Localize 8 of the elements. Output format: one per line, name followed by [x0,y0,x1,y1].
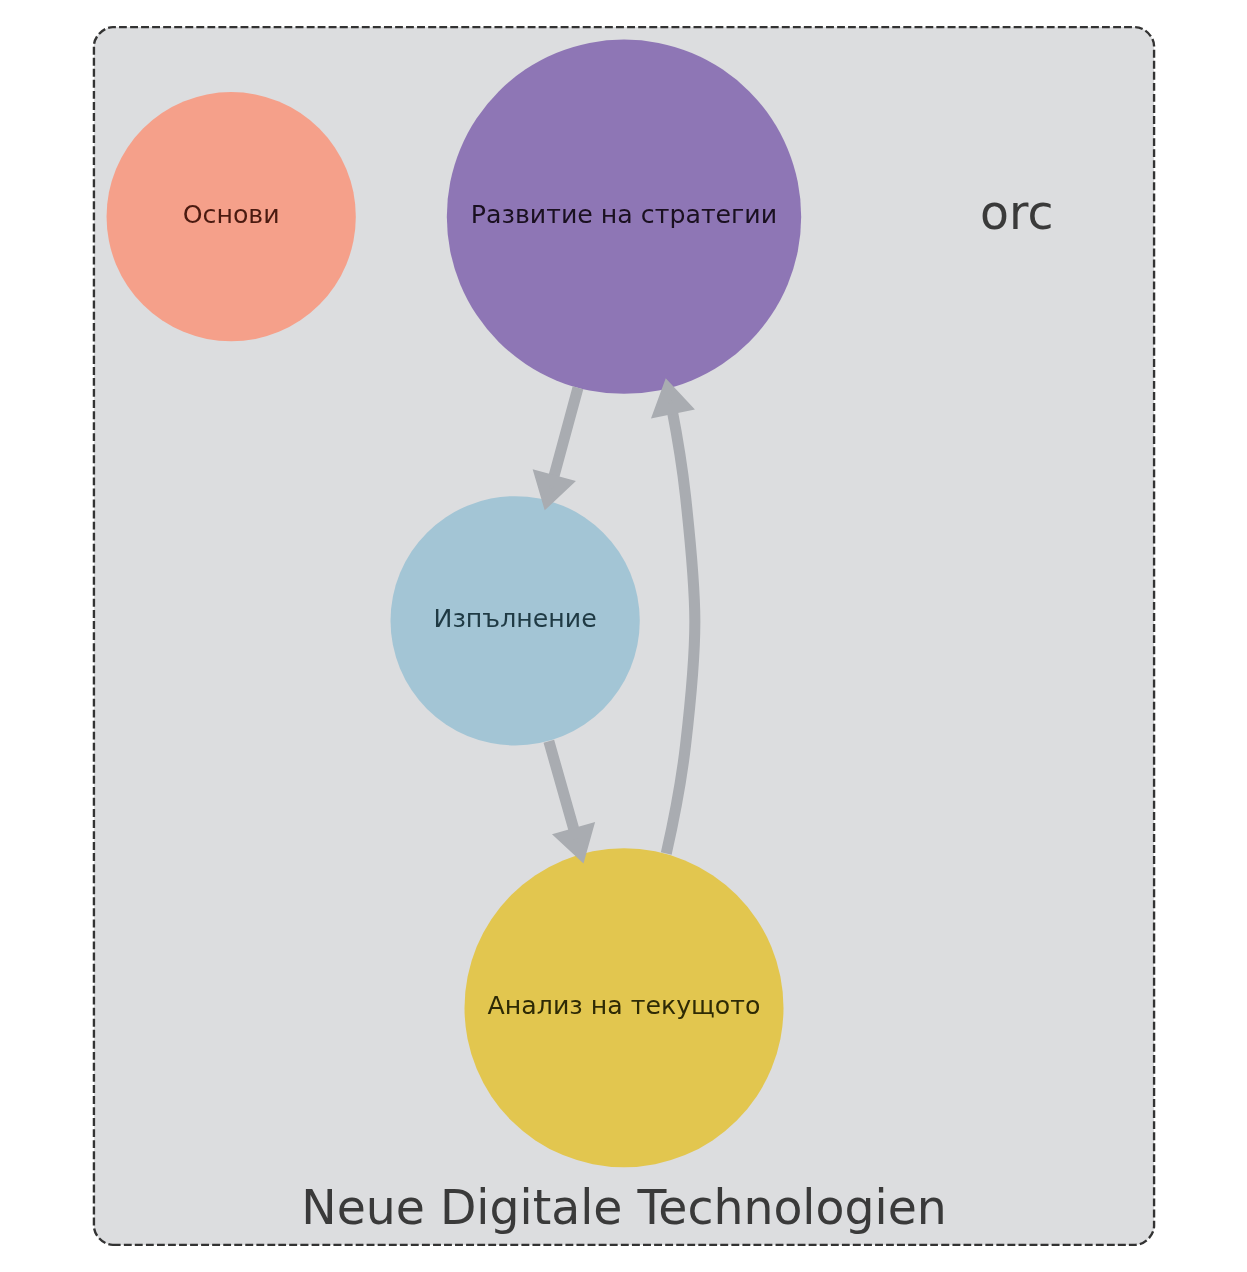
node-circle: Основи [106,92,356,342]
node-circle: Развитие на стратегии [446,39,801,394]
label: orc [979,184,1054,240]
node-circle: Анализ на текущото [464,848,783,1168]
arrow [543,739,595,864]
arrow [532,386,583,511]
node-circle: Изпълнение [390,496,640,746]
arrow [650,378,700,855]
